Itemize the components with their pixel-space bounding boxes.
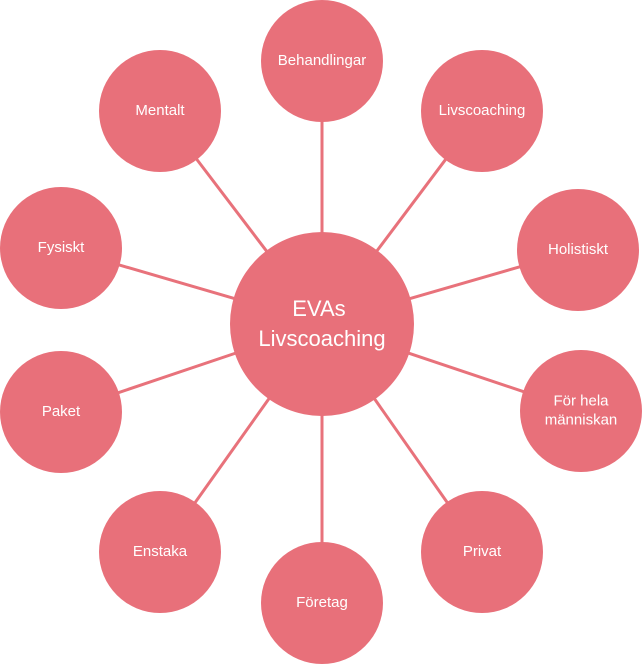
- node-label-line: människan: [545, 411, 618, 428]
- node-circle-holistiskt: [517, 189, 639, 311]
- connector-livscoaching: [373, 155, 449, 255]
- node-label-enstaka: Enstaka: [133, 543, 188, 560]
- node-holistiskt: Holistiskt: [517, 189, 639, 311]
- node-label-line: För hela: [553, 392, 609, 409]
- connector-for-hela-manniskan: [404, 350, 528, 395]
- center-node: EVAs Livscoaching: [230, 232, 414, 416]
- node-fysiskt: Fysiskt: [0, 187, 122, 309]
- node-livscoaching: Livscoaching: [421, 50, 543, 172]
- node-circle-livscoaching: [421, 50, 543, 172]
- node-label-behandlingar: Behandlingar: [278, 52, 366, 69]
- center-label-line-1: EVAs: [292, 296, 345, 321]
- node-foretag: Företag: [261, 542, 383, 664]
- node-enstaka: Enstaka: [99, 491, 221, 613]
- node-label-mentalt: Mentalt: [135, 102, 185, 119]
- node-label-line: Privat: [463, 543, 502, 560]
- connector-paket: [114, 350, 240, 396]
- node-label-line: Företag: [296, 594, 348, 611]
- node-label-foretag: Företag: [296, 594, 348, 611]
- node-label-line: Enstaka: [133, 543, 188, 560]
- node-label-fysiskt: Fysiskt: [38, 239, 85, 256]
- node-behandlingar: Behandlingar: [261, 0, 383, 122]
- node-circle-privat: [421, 491, 543, 613]
- node-label-paket: Paket: [42, 403, 81, 420]
- node-circle-mentalt: [99, 50, 221, 172]
- center-node-label: EVAs Livscoaching: [258, 296, 385, 351]
- connector-privat: [371, 395, 451, 507]
- node-label-line: Holistiskt: [548, 241, 609, 258]
- center-label-line-2: Livscoaching: [258, 326, 385, 351]
- node-label-line: Paket: [42, 403, 81, 420]
- node-label-for-hela-manniskan: För hela människan: [545, 392, 618, 428]
- connector-mentalt: [193, 155, 270, 255]
- center-node-circle: [230, 232, 414, 416]
- connector-fysiskt: [115, 262, 238, 301]
- node-label-line: Fysiskt: [38, 239, 85, 256]
- node-privat: Privat: [421, 491, 543, 613]
- node-label-livscoaching: Livscoaching: [439, 102, 526, 119]
- connector-lines: [114, 118, 528, 546]
- node-circle-for-hela-manniskan: [520, 350, 642, 472]
- node-label-line: Mentalt: [135, 102, 185, 119]
- node-circle-fysiskt: [0, 187, 122, 309]
- node-label-privat: Privat: [463, 543, 502, 560]
- node-paket: Paket: [0, 351, 122, 473]
- node-label-line: Behandlingar: [278, 52, 366, 69]
- node-mentalt: Mentalt: [99, 50, 221, 172]
- connector-enstaka: [191, 394, 273, 507]
- node-circle-paket: [0, 351, 122, 473]
- node-circle-enstaka: [99, 491, 221, 613]
- node-label-line: Livscoaching: [439, 102, 526, 119]
- node-circle-behandlingar: [261, 0, 383, 122]
- node-circle-foretag: [261, 542, 383, 664]
- node-label-holistiskt: Holistiskt: [548, 241, 609, 258]
- node-for-hela-manniskan: För hela människan: [520, 350, 642, 472]
- connector-holistiskt: [406, 264, 524, 302]
